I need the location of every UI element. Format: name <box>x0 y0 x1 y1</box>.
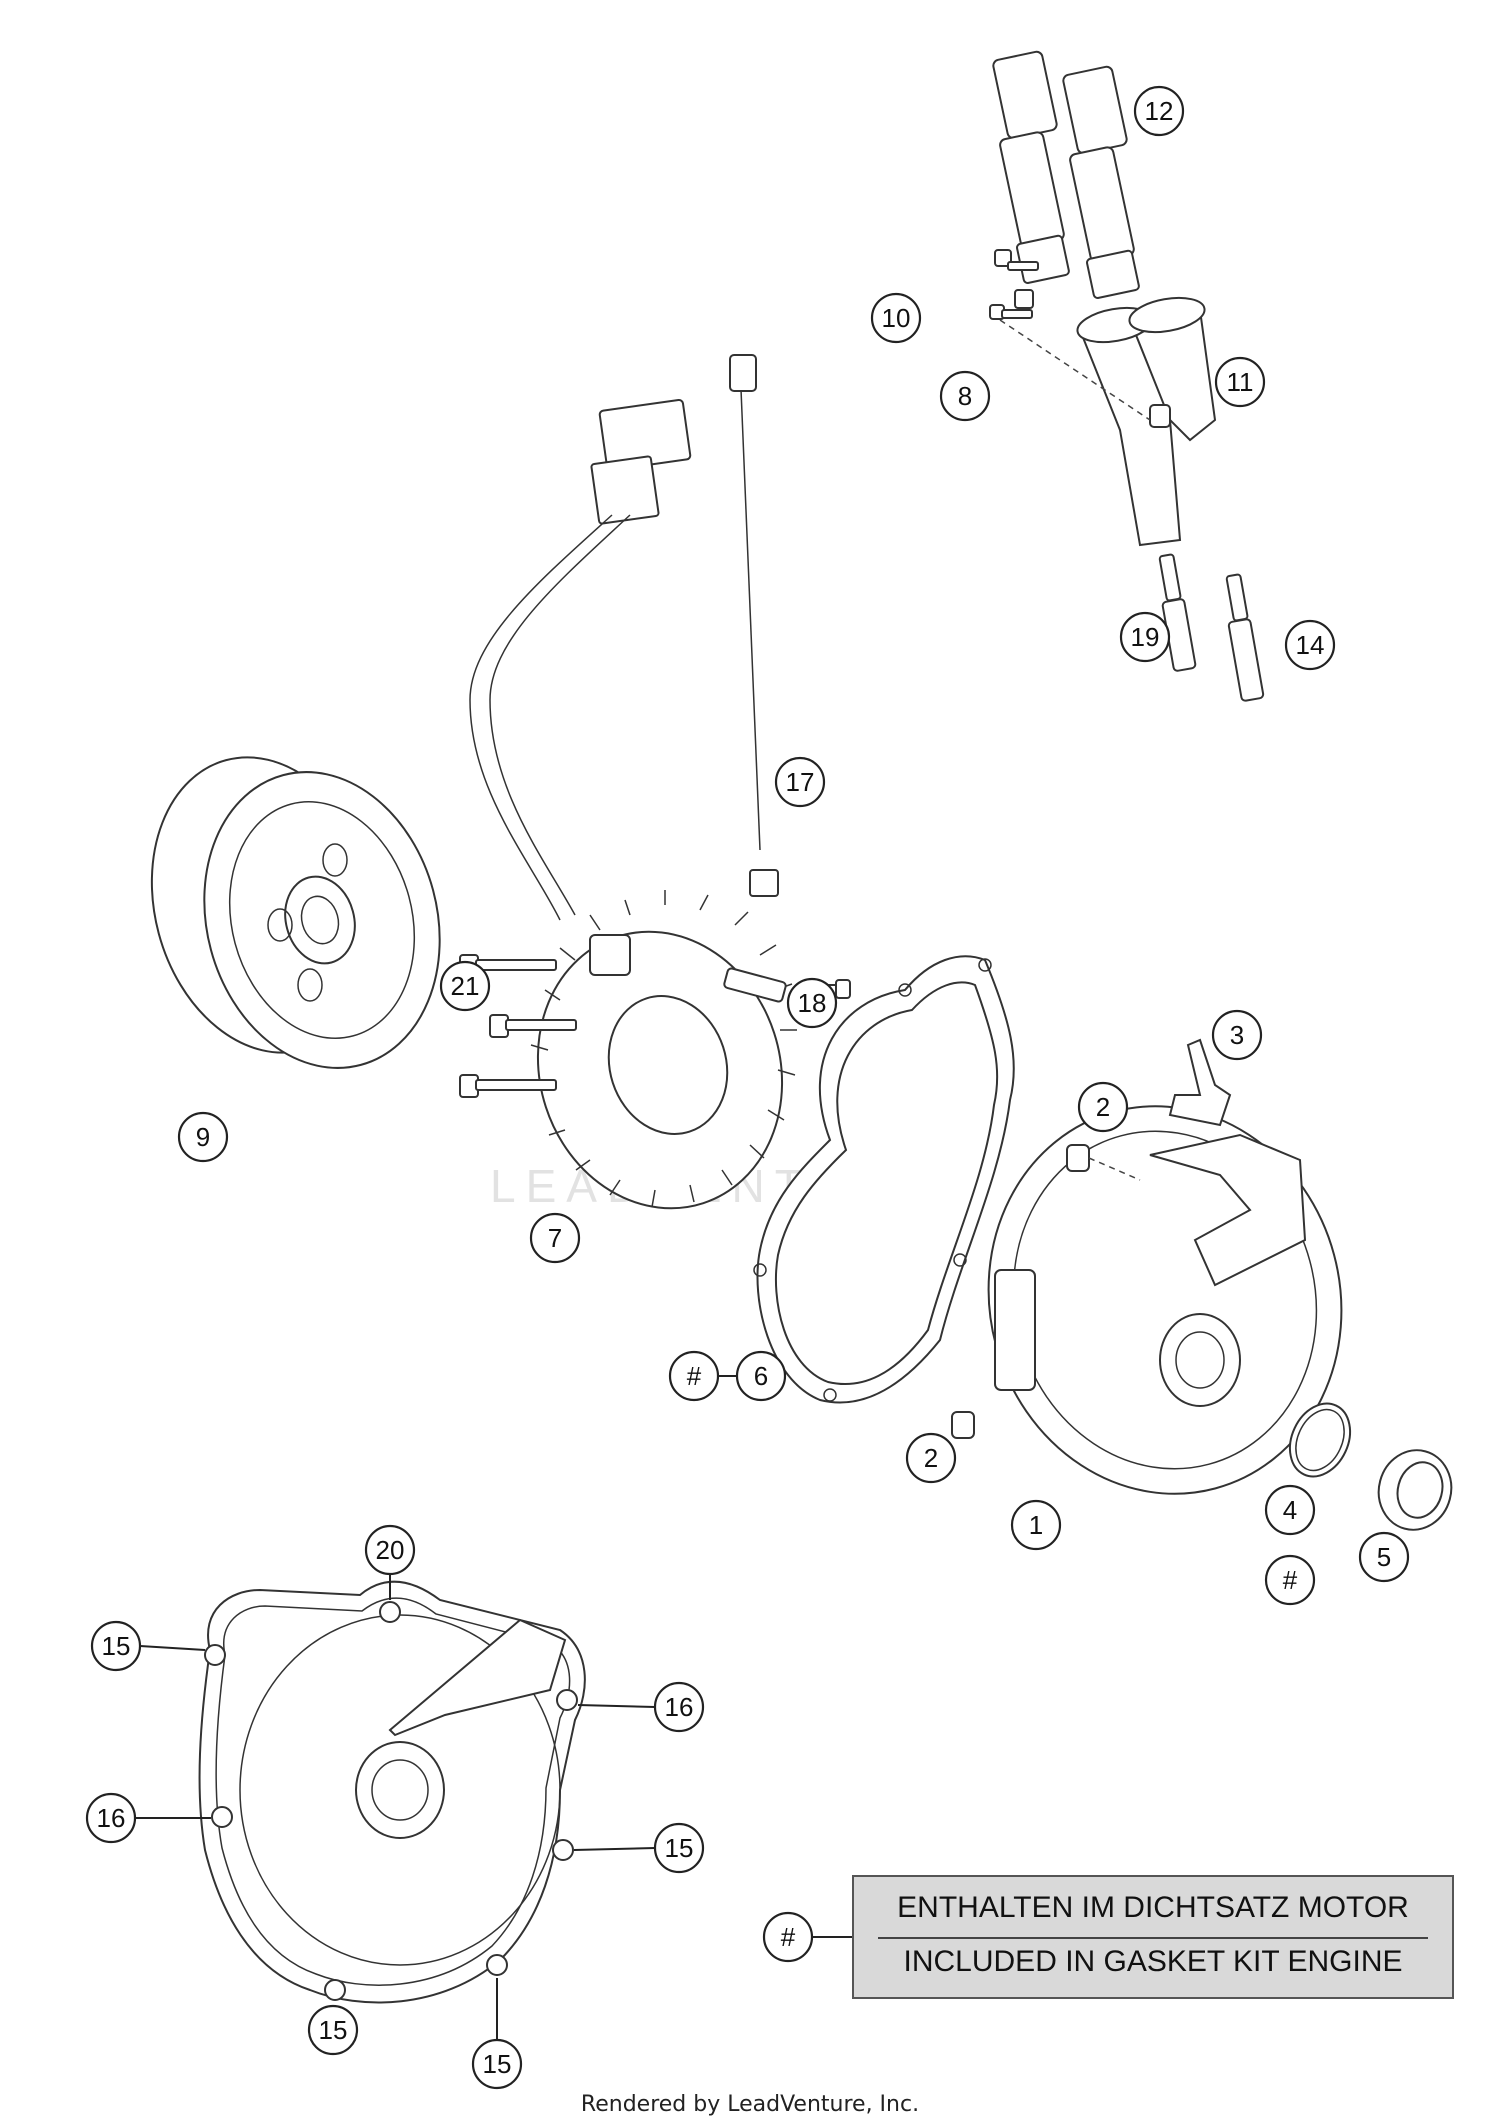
assembled-cover-view <box>198 1580 586 2004</box>
svg-text:3: 3 <box>1230 1020 1244 1050</box>
footer-credit: Rendered by LeadVenture, Inc. <box>580 2092 920 2117</box>
svg-text:7: 7 <box>548 1223 562 1253</box>
svg-text:15: 15 <box>102 1631 131 1661</box>
stator-part <box>530 890 797 1210</box>
svg-text:12: 12 <box>1145 96 1174 126</box>
spark-plug-part <box>1158 553 1265 702</box>
callout-16: 16 <box>85 1792 137 1844</box>
o-ring-part <box>1288 1402 1352 1478</box>
svg-text:16: 16 <box>665 1692 694 1722</box>
gasket-kit-legend: ENTHALTEN IM DICHTSATZ MOTOR INCLUDED IN… <box>852 1875 1454 1999</box>
callout-2: 2 <box>1077 1081 1129 1133</box>
ignition-cover-part <box>987 1105 1343 1495</box>
svg-text:10: 10 <box>882 303 911 333</box>
ignition-coil-part <box>992 50 1140 299</box>
svg-text:#: # <box>1283 1565 1298 1595</box>
callout-19: 19 <box>1119 611 1171 663</box>
callout-2: 2 <box>905 1432 957 1484</box>
svg-text:9: 9 <box>196 1122 210 1152</box>
legend-symbol: # <box>762 1911 814 1963</box>
callout-4-hash: # <box>1264 1554 1316 1606</box>
svg-text:17: 17 <box>786 767 815 797</box>
stator-wire-harness-part <box>469 354 779 921</box>
callout-16: 16 <box>653 1681 705 1733</box>
callout-4: 4 <box>1264 1484 1316 1536</box>
callout-15: 15 <box>90 1620 142 1672</box>
svg-text:15: 15 <box>319 2015 348 2045</box>
svg-text:6: 6 <box>754 1361 768 1391</box>
callout-9: 9 <box>177 1111 229 1163</box>
svg-text:14: 14 <box>1296 630 1325 660</box>
callout-17: 17 <box>774 756 826 808</box>
flywheel-rotor-part <box>150 756 441 1069</box>
callout-3: 3 <box>1211 1009 1263 1061</box>
cover-gasket-part <box>753 955 1015 1404</box>
svg-text:11: 11 <box>1227 367 1254 397</box>
legend-german-text: ENTHALTEN IM DICHTSATZ MOTOR <box>897 1891 1409 1924</box>
callout-21: 21 <box>439 960 491 1012</box>
callout-7: 7 <box>529 1212 581 1264</box>
callout-12: 12 <box>1133 85 1185 137</box>
svg-text:2: 2 <box>924 1443 938 1473</box>
callout-1: 1 <box>1010 1499 1062 1551</box>
svg-text:19: 19 <box>1131 622 1160 652</box>
cable-clip-part <box>1168 1038 1232 1127</box>
svg-text:2: 2 <box>1096 1092 1110 1122</box>
svg-text:18: 18 <box>798 988 827 1018</box>
crank-sensor-part <box>723 967 851 1003</box>
callout-15: 15 <box>307 2004 359 2056</box>
legend-english-text: INCLUDED IN GASKET KIT ENGINE <box>903 1945 1403 1978</box>
callout-15: 15 <box>653 1822 705 1874</box>
screw-plug-part <box>1377 1449 1453 1531</box>
callout-15: 15 <box>471 2038 523 2090</box>
svg-text:#: # <box>781 1922 796 1952</box>
callout-6: 6 <box>735 1350 787 1402</box>
callout-8: 8 <box>939 370 991 422</box>
callout-11: 11 <box>1214 356 1266 408</box>
svg-text:1: 1 <box>1029 1510 1043 1540</box>
svg-text:4: 4 <box>1283 1495 1297 1525</box>
svg-text:#: # <box>687 1361 702 1391</box>
svg-text:15: 15 <box>665 1833 694 1863</box>
callout-10: 10 <box>870 292 922 344</box>
callout-20: 20 <box>364 1524 416 1576</box>
svg-text:21: 21 <box>451 971 480 1001</box>
legend-divider <box>878 1937 1428 1939</box>
svg-text:5: 5 <box>1377 1542 1391 1572</box>
svg-text:20: 20 <box>376 1535 405 1565</box>
spark-plug-connector-part <box>1076 296 1217 547</box>
callout-18: 18 <box>786 977 838 1029</box>
callout-5: 5 <box>1358 1531 1410 1583</box>
svg-text:16: 16 <box>97 1803 126 1833</box>
callout-6-hash: # <box>668 1350 720 1402</box>
bolt-part <box>989 249 1039 320</box>
svg-text:8: 8 <box>958 381 972 411</box>
svg-text:15: 15 <box>483 2049 512 2079</box>
callout-14: 14 <box>1284 619 1336 671</box>
